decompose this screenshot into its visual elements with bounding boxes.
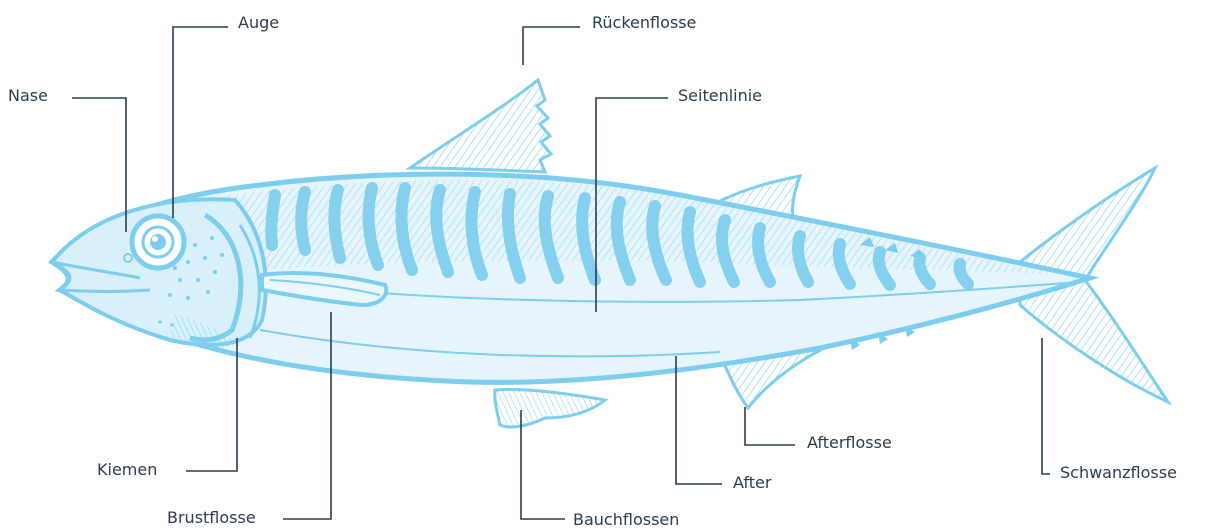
label-schwanzflosse: Schwanzflosse [1060,463,1177,483]
label-auge: Auge [238,13,279,33]
label-afterflosse: Afterflosse [807,433,892,453]
label-after: After [733,473,771,493]
dorsal-fin [410,80,551,172]
label-bauchflossen: Bauchflossen [573,510,679,530]
label-nase: Nase [8,86,48,106]
label-seitenlinie: Seitenlinie [678,86,762,106]
label-kiemen: Kiemen [97,460,157,480]
eye [132,216,184,268]
label-rueckenflosse: Rückenflosse [592,13,696,33]
pelvic-fin [495,389,605,427]
label-brustflosse: Brustflosse [167,508,256,528]
